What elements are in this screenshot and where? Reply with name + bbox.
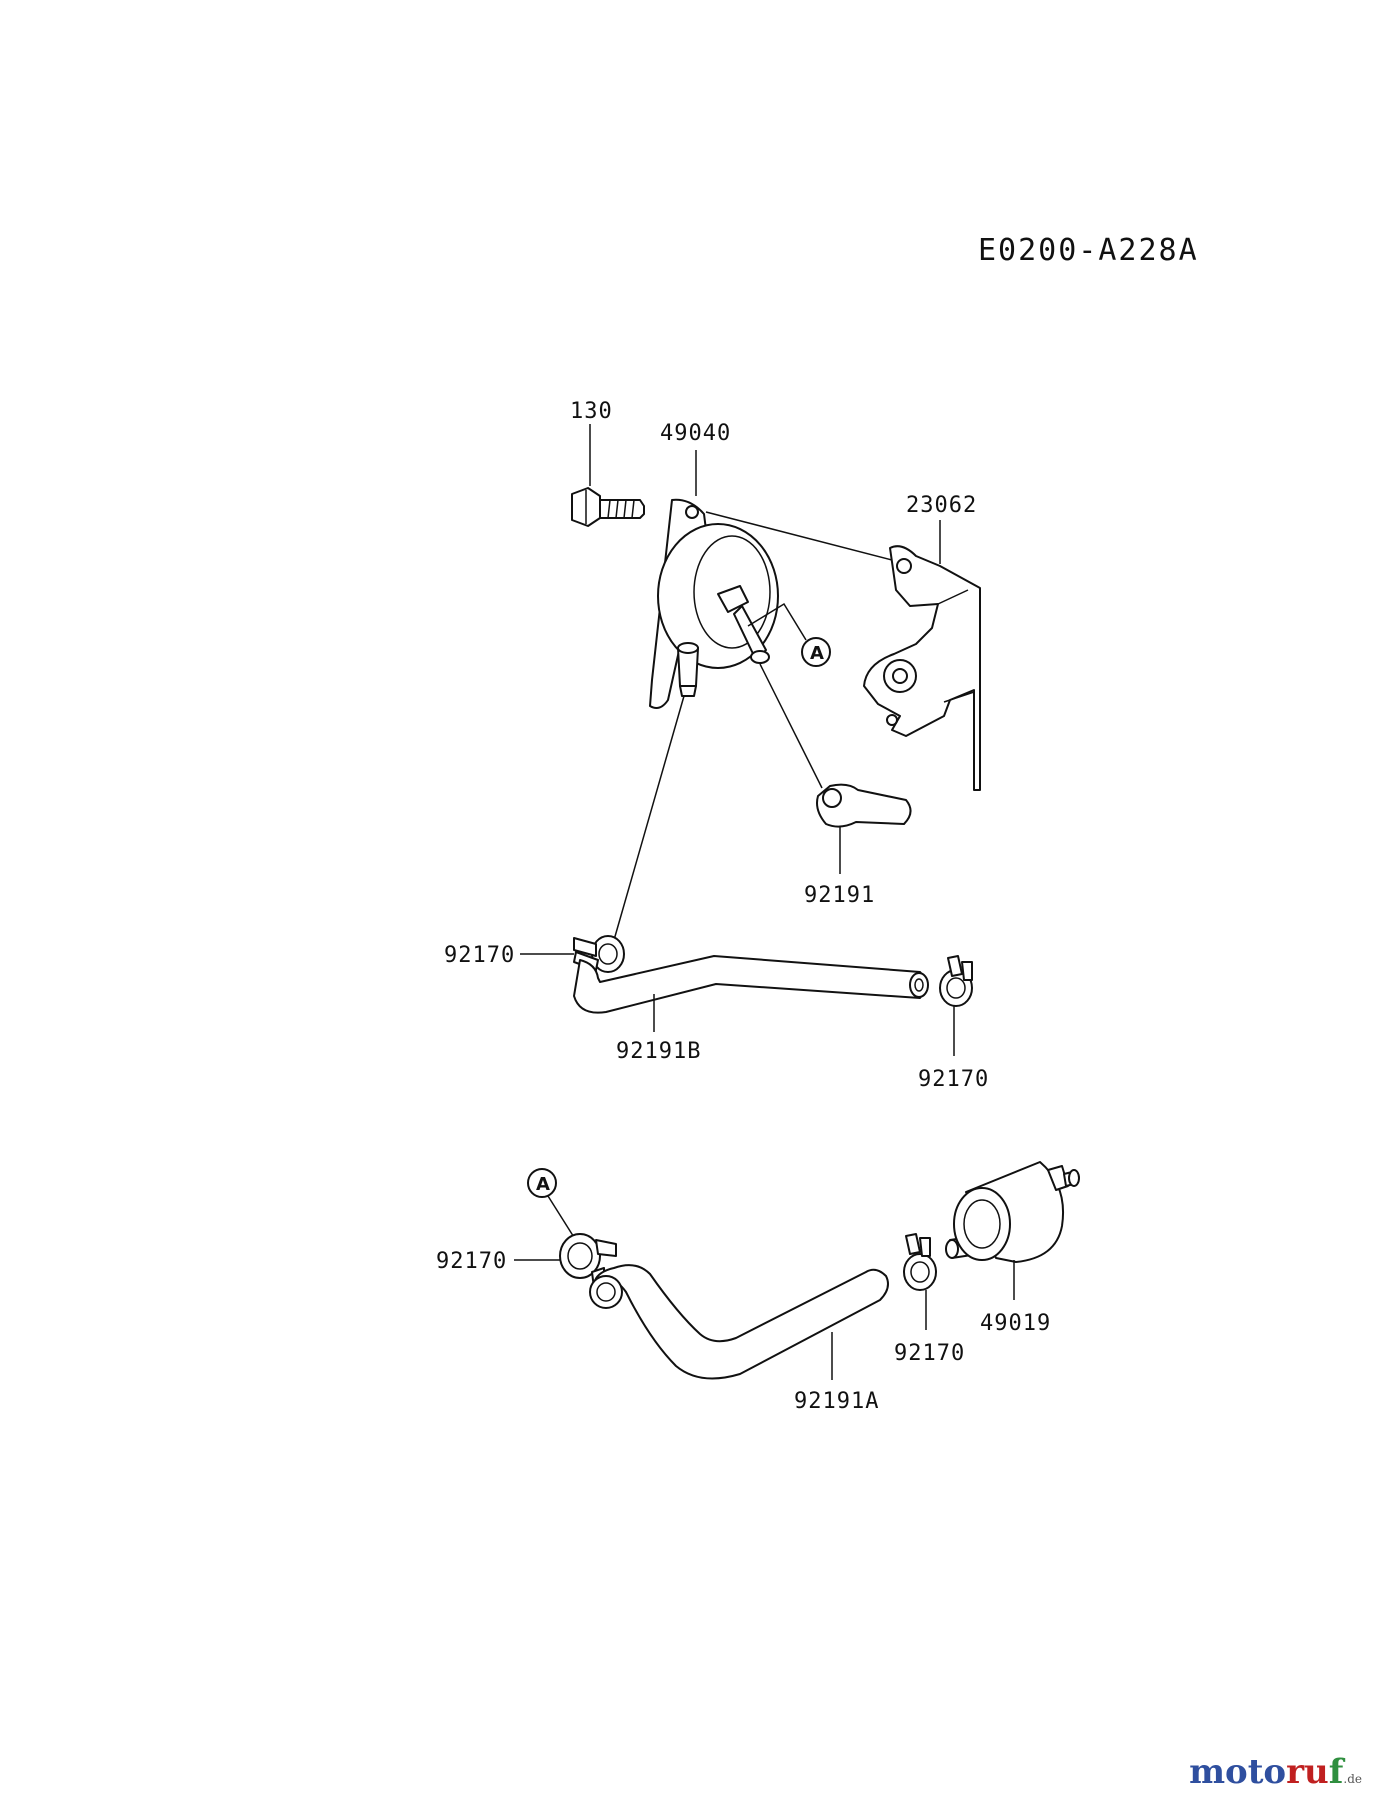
diagram-code: E0200-A228A bbox=[978, 233, 1199, 268]
label-49019: 49019 bbox=[980, 1311, 1051, 1336]
label-49040: 49040 bbox=[660, 421, 731, 446]
bracket-23062 bbox=[863, 545, 981, 791]
connector-pump-to-clamp bbox=[613, 695, 685, 941]
label-92170-lower-left: 92170 bbox=[436, 1249, 507, 1274]
bolt-130 bbox=[571, 487, 645, 527]
fuel-filter-49019 bbox=[945, 1161, 1080, 1263]
hose-92191b bbox=[573, 955, 929, 1014]
connector-92191 bbox=[759, 663, 823, 789]
hose-92191a bbox=[589, 1264, 889, 1380]
label-92191a: 92191A bbox=[794, 1389, 879, 1414]
clamp-lower-right bbox=[903, 1233, 937, 1291]
label-92191b: 92191B bbox=[616, 1039, 701, 1064]
svg-text:A: A bbox=[810, 643, 824, 664]
ref-a-lower: A bbox=[527, 1168, 557, 1198]
clamp-lower-left bbox=[559, 1233, 617, 1289]
label-92170-upper-right: 92170 bbox=[918, 1067, 989, 1092]
svg-text:A: A bbox=[536, 1174, 550, 1195]
fuel-pump-49040 bbox=[649, 498, 779, 709]
label-23062: 23062 bbox=[906, 493, 977, 518]
ref-a-upper: A bbox=[801, 637, 831, 667]
label-92191: 92191 bbox=[804, 883, 875, 908]
clamp-upper-right bbox=[939, 955, 973, 1007]
watermark-logo: motoruf.de bbox=[1189, 1752, 1362, 1792]
label-92170-upper-left: 92170 bbox=[444, 943, 515, 968]
label-92170-lower-right: 92170 bbox=[894, 1341, 965, 1366]
pulse-hose-92191 bbox=[816, 783, 912, 828]
label-130: 130 bbox=[570, 399, 613, 424]
mount-line bbox=[705, 511, 893, 561]
leader-ref-a-upper bbox=[747, 602, 807, 641]
